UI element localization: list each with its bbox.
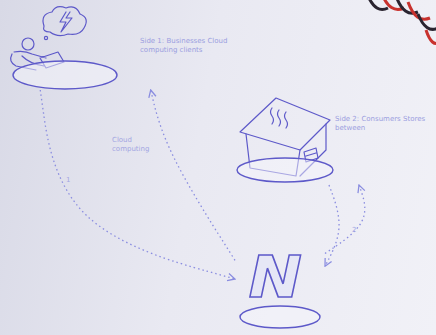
- node-text: N: [229, 248, 321, 306]
- dotted-arrow: [325, 185, 365, 254]
- diagram-node: Side 2: Consumers Stores between: [235, 95, 435, 185]
- house-roof: [240, 98, 330, 150]
- spiral-binding: [368, 0, 436, 44]
- dotted-arrow: [325, 185, 339, 266]
- diagram-node: Side 1: Businesses Cloud computing clien…: [5, 5, 240, 90]
- ellipse-outline: [235, 95, 435, 185]
- base-ellipse: [237, 158, 333, 182]
- steam-lines: [271, 108, 288, 128]
- node-text: Side 1: Businesses Cloud computing clien…: [140, 37, 235, 55]
- ellipse-outline: [5, 5, 240, 90]
- callout-number: 2: [352, 226, 356, 235]
- lightning-icon: [60, 12, 72, 32]
- base-ellipse: [240, 306, 320, 328]
- base-ellipse: [13, 61, 117, 89]
- person-head: [22, 38, 34, 50]
- dotted-arrow: [40, 90, 235, 279]
- callout-number: 1: [66, 176, 70, 185]
- diagram-node: N: [235, 245, 325, 330]
- bubble-dot: [44, 36, 47, 39]
- edge-label: Cloud computing: [112, 136, 160, 154]
- node-text: Side 2: Consumers Stores between: [335, 115, 430, 133]
- thought-bubble: [43, 7, 86, 36]
- dotted-arrow: [151, 90, 235, 260]
